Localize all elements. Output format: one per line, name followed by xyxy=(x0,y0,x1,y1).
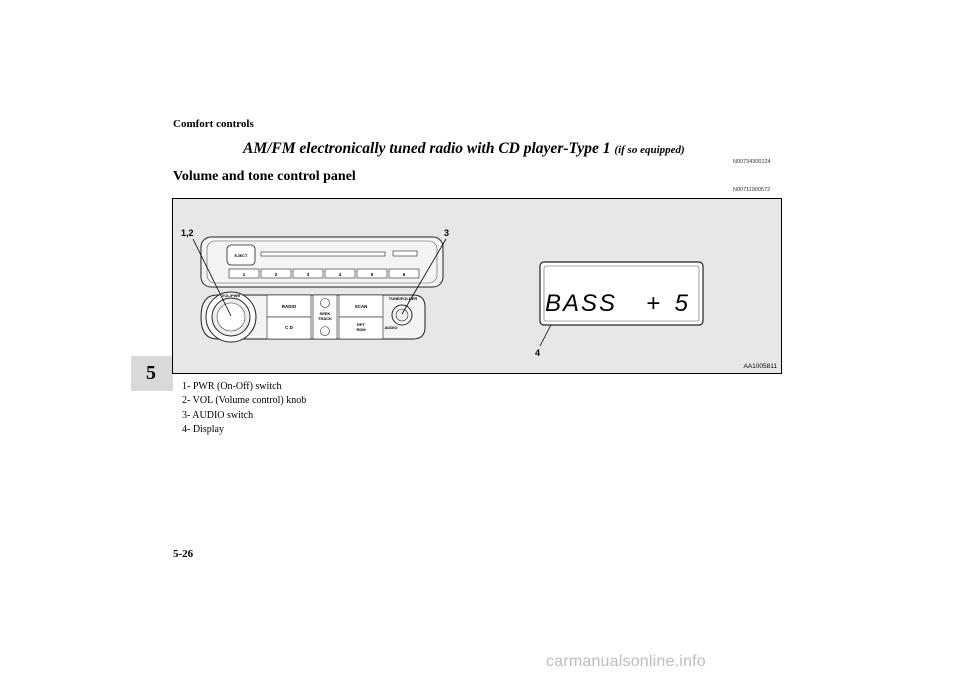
seek-down-icon xyxy=(320,326,330,336)
tune-label: TUNE/FOLDER xyxy=(389,296,418,301)
preset-button[interactable] xyxy=(292,268,324,279)
subheading-code: N00711900572 xyxy=(733,187,771,193)
callout-1-2: 1,2 xyxy=(181,228,194,238)
preset-button[interactable] xyxy=(324,268,356,279)
section-title: Comfort controls xyxy=(173,118,254,130)
seek-label: SEEK xyxy=(320,311,331,316)
tune-audio-knob-cap xyxy=(395,308,409,322)
preset-button[interactable] xyxy=(388,268,420,279)
cd-slot-right xyxy=(392,250,418,257)
legend-item: 2- VOL (Volume control) knob xyxy=(182,395,307,407)
cd-button[interactable] xyxy=(266,316,312,340)
page-number: 5-26 xyxy=(173,548,194,560)
callout-3: 3 xyxy=(444,228,449,238)
seek-up-icon xyxy=(320,298,330,308)
heading-code: N00734300124 xyxy=(733,159,771,165)
preset-button[interactable] xyxy=(260,268,292,279)
preset-label: 3 xyxy=(307,272,310,277)
preset-label: 2 xyxy=(275,272,278,277)
display-panel xyxy=(539,261,704,326)
display-mode-text: BASS xyxy=(545,290,617,317)
preset-label: 4 xyxy=(339,272,342,277)
heading-suffix: (if so equipped) xyxy=(614,144,685,156)
figure-code: AA1005811 xyxy=(744,363,778,370)
preset-label: 6 xyxy=(403,272,406,277)
eject-button[interactable] xyxy=(226,244,256,266)
legend: 1- PWR (On-Off) switch 2- VOL (Volume co… xyxy=(182,380,306,437)
volume-knob-cap xyxy=(216,302,246,332)
rpt-label: RPT xyxy=(357,322,366,327)
preset-buttons: 1 2 3 4 5 6 xyxy=(228,268,420,279)
eject-label: EJECT xyxy=(235,253,248,258)
scan-label: SCAN xyxy=(355,304,368,309)
preset-label: 1 xyxy=(243,272,246,277)
callout-line-1-2 xyxy=(192,238,232,317)
chapter-tab xyxy=(131,356,173,391)
display-panel-inner xyxy=(543,265,700,322)
chapter-tab-number: 5 xyxy=(146,362,156,384)
heading-title: AM/FM electronically tuned radio with CD… xyxy=(243,140,611,157)
radio-figure: EJECT 1 2 3 4 5 6 VOL/PWR RADIO C D xyxy=(172,198,782,374)
preset-button[interactable] xyxy=(228,268,260,279)
radio-illustration: EJECT 1 2 3 4 5 6 VOL/PWR RADIO C D xyxy=(181,228,778,370)
callout-line-3 xyxy=(401,238,447,315)
radio-label: RADIO xyxy=(282,304,297,309)
rpt-rdm-button[interactable] xyxy=(338,316,384,340)
rdm-label: RDM xyxy=(356,327,366,332)
watermark: carmanualsonline.info xyxy=(546,653,706,670)
page-heading: AM/FM electronically tuned radio with CD… xyxy=(243,140,685,158)
legend-item: 1- PWR (On-Off) switch xyxy=(182,381,282,392)
audio-label: AUDIO xyxy=(385,325,398,330)
track-label: TRACK xyxy=(318,316,332,321)
cd-slot xyxy=(260,251,386,257)
cd-unit-bezel xyxy=(206,240,438,284)
display-value-text: + 5 xyxy=(646,290,692,317)
callout-4: 4 xyxy=(535,348,540,358)
legend-item: 4- Display xyxy=(182,423,224,435)
volume-knob-label: VOL/PWR xyxy=(222,293,241,298)
cd-label: C D xyxy=(285,325,294,330)
legend-item: 3- AUDIO switch xyxy=(182,409,254,421)
preset-button[interactable] xyxy=(356,268,388,279)
preset-label: 5 xyxy=(371,272,374,277)
subheading: Volume and tone control panel xyxy=(173,169,356,184)
